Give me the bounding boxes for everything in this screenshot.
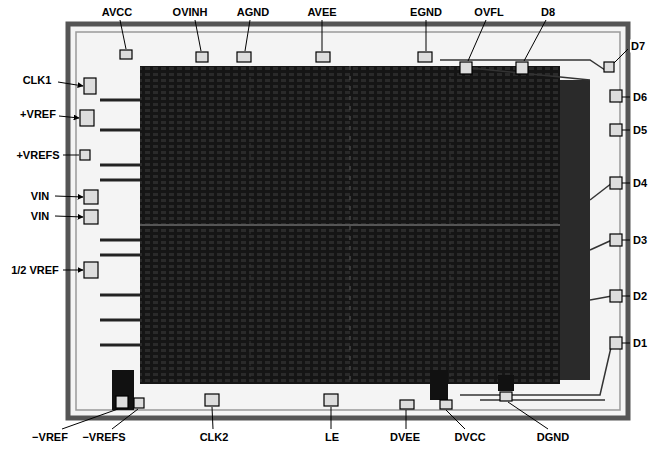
pin-label: DVCC: [453, 431, 486, 444]
pin-label: DGND: [536, 431, 570, 444]
pin-label: CLK1: [22, 74, 53, 87]
pin-label: VIN: [30, 190, 50, 203]
pin-label: AGND: [236, 6, 270, 19]
pin-label: AVCC: [101, 6, 133, 19]
pin-label: −VREFS: [81, 431, 126, 444]
pin-label: D1: [632, 337, 648, 350]
die-border: [68, 24, 628, 418]
pin-label: D3: [632, 234, 648, 247]
pin-label: D4: [632, 177, 648, 190]
pin-label: +VREFS: [15, 149, 60, 162]
pin-label: DVEE: [389, 431, 421, 444]
pin-label: −VREF: [31, 431, 69, 444]
pin-label: EGND: [409, 6, 443, 19]
pin-label: D6: [632, 91, 648, 104]
leader-lines: [55, 20, 630, 429]
pin-label: AVEE: [306, 6, 337, 19]
pin-label: D2: [632, 290, 648, 303]
pin-label: CLK2: [199, 431, 230, 444]
pin-label: LE: [324, 431, 340, 444]
pin-label: D5: [632, 124, 648, 137]
pin-label: OVFL: [473, 6, 504, 19]
core-array: [140, 66, 560, 384]
pin-label: +VREF: [19, 108, 57, 121]
pin-label: D8: [540, 6, 556, 19]
pin-label: D7: [630, 40, 646, 53]
pin-label: 1/2 VREF: [10, 264, 60, 277]
pin-label: OVINH: [172, 6, 209, 19]
pin-label: VIN: [30, 210, 50, 223]
